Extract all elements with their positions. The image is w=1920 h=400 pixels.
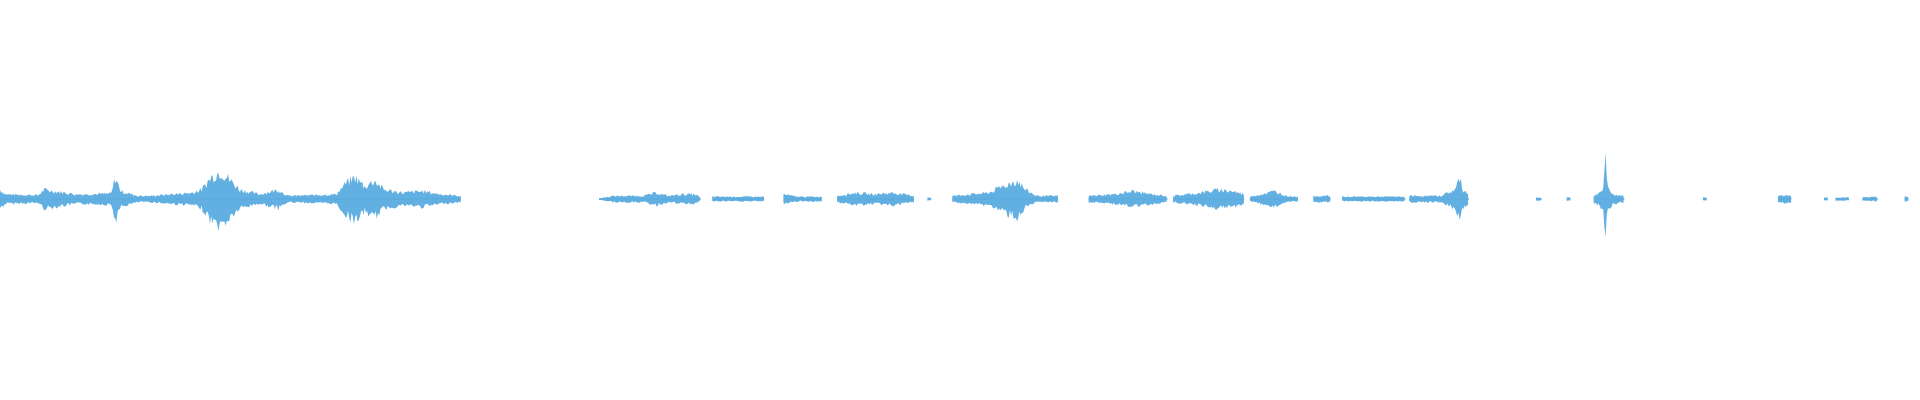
waveform-segment <box>1593 153 1624 237</box>
waveform-segment <box>952 179 1058 222</box>
waveform-segment <box>0 172 461 232</box>
